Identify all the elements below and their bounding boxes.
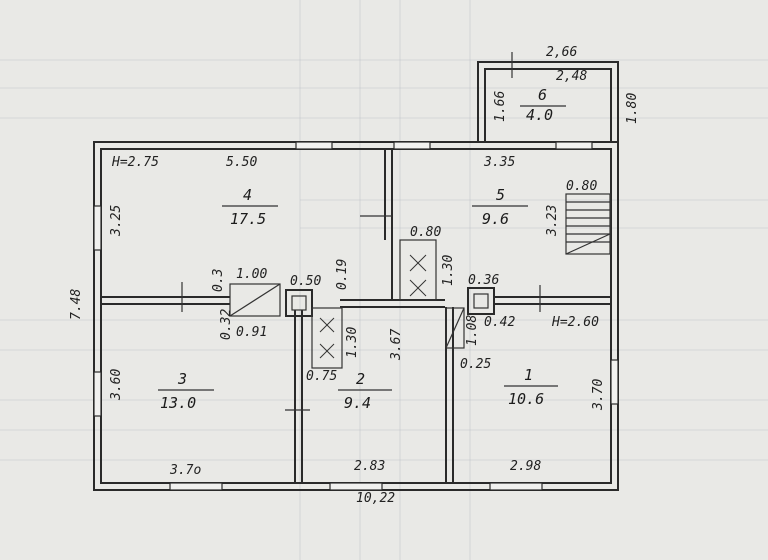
dim-d-130a: 1.30 — [345, 327, 360, 358]
dim-stair-width: 0.80 — [566, 179, 597, 194]
room-6-area: 4.0 — [526, 106, 553, 124]
dim-room3-height: 3.60 — [109, 369, 124, 401]
room-4-number: 4 — [243, 186, 252, 204]
outer-walls — [93, 61, 619, 491]
room-2-number: 2 — [356, 370, 365, 388]
room-3-number: 3 — [177, 370, 187, 388]
room-1-number: 1 — [524, 366, 533, 384]
dim-d-042: 0.42 — [484, 315, 515, 330]
dim-total-width: 10,22 — [356, 491, 395, 506]
dim-room4-width: 5.50 — [226, 155, 257, 170]
room-4-area: 17.5 — [230, 210, 266, 228]
dim-d-03: 0.3 — [211, 269, 226, 292]
dim-room1-width: 2.98 — [510, 459, 541, 474]
dim-total-height: 7.48 — [69, 289, 84, 320]
interior-walls — [101, 149, 611, 483]
dim-d-075: 0.75 — [306, 369, 337, 384]
dim-room5-height: 3.23 — [545, 205, 560, 237]
stove-blocks — [229, 239, 495, 369]
dim-room1-height: 3.70 — [591, 379, 606, 411]
dim-d-025: 0.25 — [460, 357, 491, 372]
room-1-area: 10.6 — [508, 390, 544, 408]
dim-room3-width: 3.7o — [169, 463, 201, 478]
room-5-number: 5 — [496, 186, 505, 204]
windows — [93, 141, 619, 491]
dim-room4-height: 3.25 — [109, 205, 124, 237]
dim-porch-right: 1.80 — [625, 93, 640, 124]
dim-d-032: 0.32 — [219, 309, 234, 340]
dim-porch-inner: 2,48 — [556, 69, 587, 84]
dim-d-367: 3.67 — [389, 329, 404, 361]
room-labels: 4 17.5 5 9.6 6 4.0 3 13.0 2 9.4 1 10.6 — [158, 86, 566, 412]
dim-d-100: 1.00 — [236, 267, 267, 282]
room-3-area: 13.0 — [160, 394, 196, 412]
dim-d-019: 0.19 — [335, 259, 350, 290]
dim-top-left-height: Н=2.75 — [111, 155, 159, 170]
room-2-area: 9.4 — [344, 394, 371, 412]
dim-d-050: 0.50 — [290, 274, 321, 289]
room-6-number: 6 — [538, 86, 547, 104]
dim-porch-outer: 2,66 — [546, 45, 577, 60]
dimension-labels: Н=2.75 5.50 3.35 0.80 2,66 2,48 1.00 0.5… — [69, 45, 640, 506]
dim-room2-width: 2.83 — [354, 459, 385, 474]
tick-marks — [181, 52, 541, 411]
dim-d-080b: 0.80 — [410, 225, 441, 240]
dim-room5-width: 3.35 — [483, 155, 515, 170]
dim-porch-left: 1.66 — [493, 91, 508, 122]
dim-d-108: 1.08 — [465, 315, 480, 346]
dim-d-036: 0.36 — [468, 273, 499, 288]
room-5-area: 9.6 — [482, 210, 509, 228]
dim-d-130b: 1.30 — [441, 255, 456, 286]
dim-right-height: Н=2.60 — [551, 315, 599, 330]
staircase — [565, 193, 611, 255]
dim-d-091: 0.91 — [236, 325, 267, 340]
